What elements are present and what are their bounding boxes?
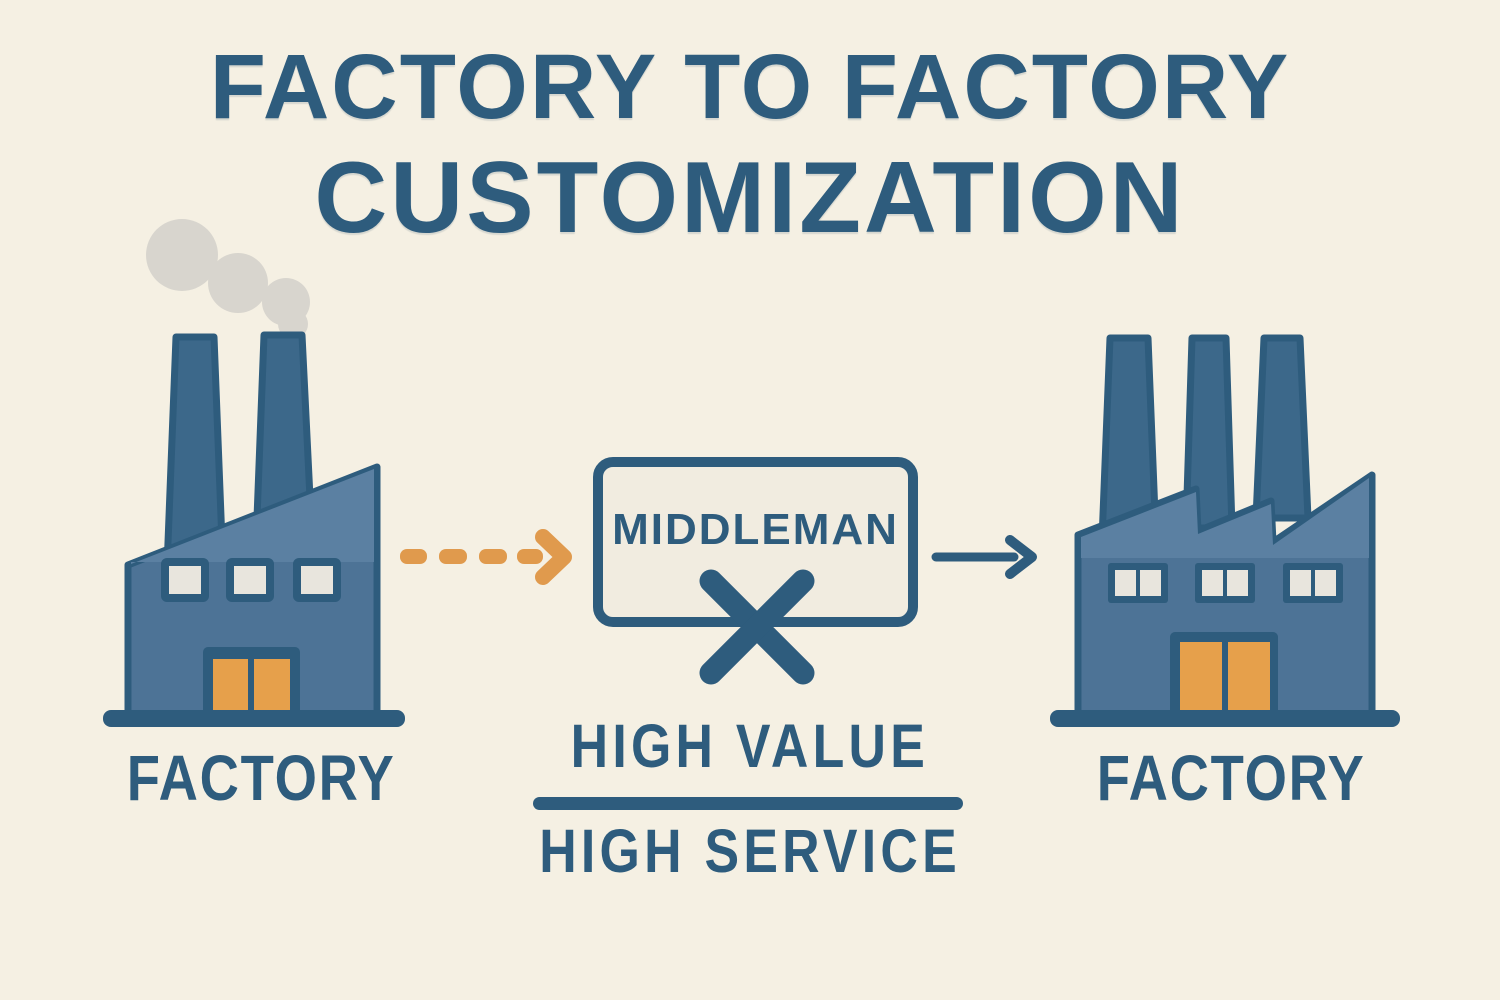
- window-icon: [293, 558, 341, 602]
- factory-base: [1050, 710, 1400, 727]
- left-factory-icon: [103, 219, 405, 727]
- door-icon: [213, 659, 248, 713]
- door-icon: [1228, 642, 1270, 714]
- high-service-text: HIGH SERVICE: [539, 817, 961, 885]
- window-icon: [1283, 563, 1343, 603]
- left-factory-label: FACTORY: [126, 742, 396, 814]
- window-icon: [226, 558, 274, 602]
- middleman-label: MIDDLEMAN: [612, 505, 899, 554]
- factory-base: [103, 710, 405, 727]
- title-line-1: FACTORY TO FACTORY: [209, 36, 1291, 138]
- window-icon: [1108, 563, 1168, 603]
- dashed-arrow-icon: [400, 529, 572, 585]
- door-icon: [254, 659, 290, 713]
- door-icon: [1180, 642, 1222, 714]
- window-icon: [161, 558, 209, 602]
- window-icon: [1195, 563, 1255, 603]
- cross-icon: [699, 569, 815, 685]
- roof-highlight: [1081, 478, 1369, 558]
- fraction-divider: [533, 797, 963, 810]
- solid-arrow-icon: [931, 535, 1037, 579]
- right-factory-icon: [1050, 334, 1400, 727]
- right-factory-label: FACTORY: [1096, 742, 1366, 814]
- title-line-2: CUSTOMIZATION: [314, 142, 1186, 254]
- chimney-icon: [1252, 334, 1312, 522]
- high-value-text: HIGH VALUE: [570, 712, 930, 780]
- roof-highlight: [131, 469, 374, 564]
- chimney-icon: [253, 331, 315, 522]
